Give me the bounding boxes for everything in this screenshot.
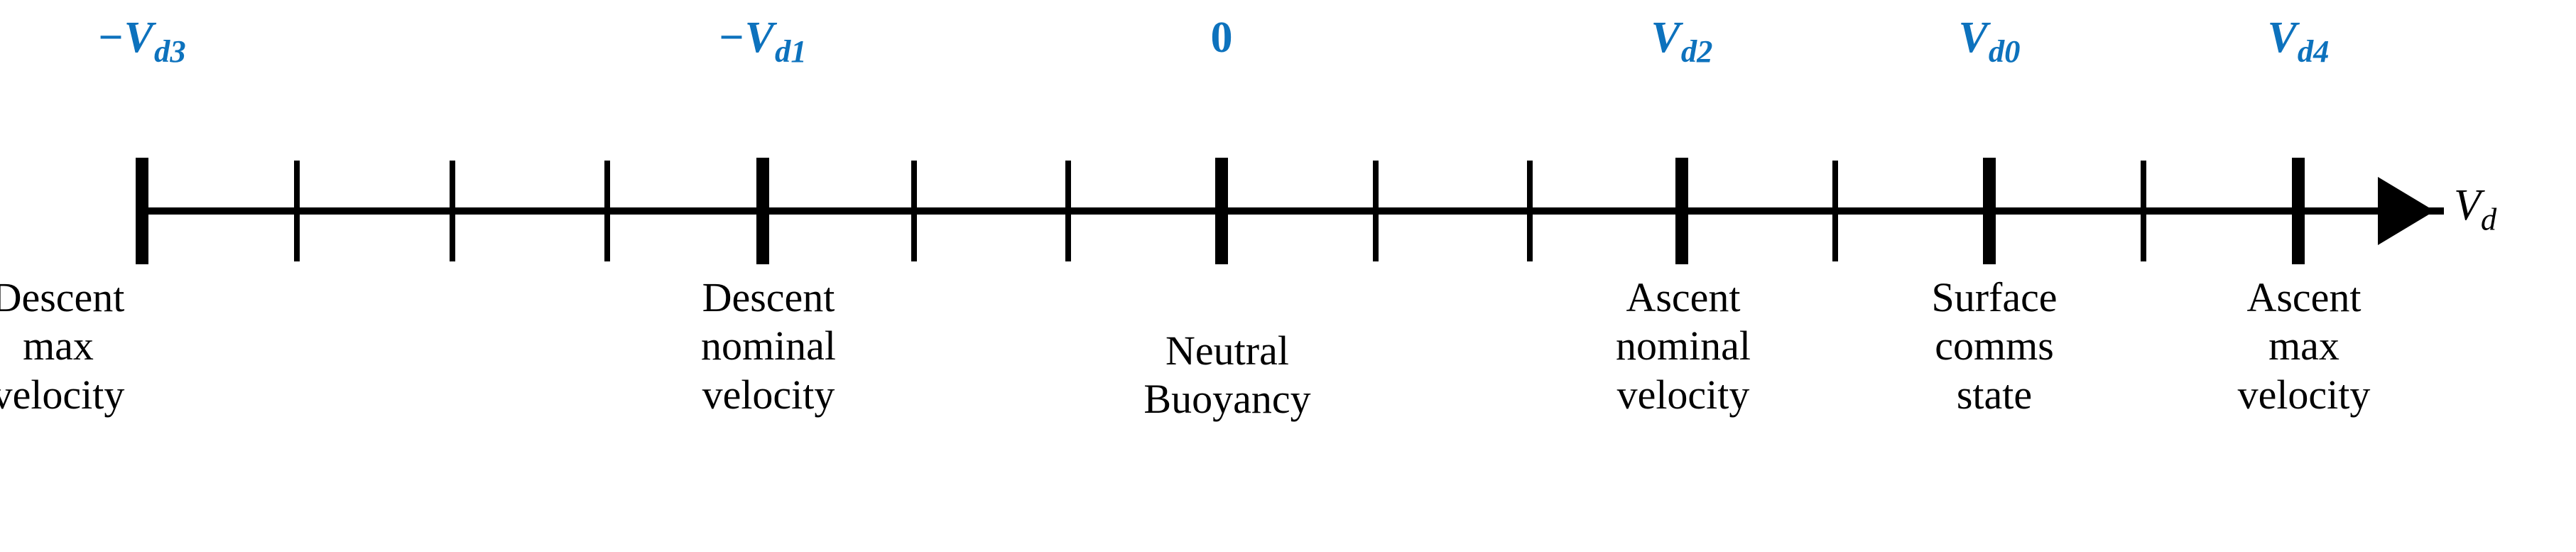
state-caption-neutral-buoyancy: Neutral Buoyancy — [1143, 327, 1310, 424]
caption-line: Ascent — [1626, 274, 1741, 320]
value-subscript: d1 — [775, 33, 807, 70]
axis-name-symbol: V — [2454, 181, 2481, 229]
minor-tick — [450, 161, 455, 261]
caption-line: Surface — [1931, 274, 2058, 320]
major-tick-vd3-neg — [136, 158, 148, 264]
value-label-vd2: Vd2 — [1651, 16, 1713, 67]
caption-line: velocity — [702, 371, 835, 418]
minor-tick — [2141, 161, 2146, 261]
value-symbol: V — [1958, 13, 1988, 62]
caption-line: Neutral — [1165, 328, 1289, 374]
state-caption-surface-comms-state: Surface comms state — [1931, 274, 2057, 419]
axis-name-subscript: d — [2480, 201, 2497, 237]
minus-sign: − — [719, 13, 744, 62]
value-symbol: V — [2267, 13, 2297, 62]
caption-line: Descent — [702, 274, 835, 320]
minor-tick — [294, 161, 300, 261]
value-label-vd0: Vd0 — [1959, 16, 2021, 67]
value-symbol: V — [124, 13, 154, 62]
state-caption-ascent-max-velocity: Ascent max velocity — [2238, 274, 2371, 419]
caption-line: velocity — [1616, 371, 1750, 418]
axis-arrow-head — [2378, 177, 2435, 245]
value-label-vd1-neg: −Vd1 — [719, 16, 806, 67]
value-subscript: d4 — [2297, 33, 2330, 70]
major-tick-zero — [1215, 158, 1228, 264]
minor-tick — [1527, 161, 1533, 261]
minor-tick — [1832, 161, 1838, 261]
state-caption-descent-nominal-velocity: Descent nominal velocity — [701, 274, 836, 419]
caption-line: state — [1956, 371, 2033, 418]
caption-line: max — [2268, 323, 2339, 369]
major-tick-vd1-neg — [756, 158, 769, 264]
minor-tick — [911, 161, 917, 261]
caption-line: Descent — [0, 274, 125, 320]
caption-line: velocity — [0, 371, 125, 418]
minor-tick — [604, 161, 610, 261]
value-symbol: 0 — [1210, 13, 1233, 62]
major-tick-vd0 — [1983, 158, 1996, 264]
value-subscript: d3 — [154, 33, 186, 70]
value-subscript: d2 — [1680, 33, 1713, 70]
caption-line: nominal — [1615, 323, 1751, 369]
minor-tick — [1065, 161, 1071, 261]
value-label-vd4: Vd4 — [2268, 16, 2330, 67]
caption-line: Buoyancy — [1143, 376, 1311, 423]
axis-name-label: Vd — [2454, 183, 2496, 235]
axis-line — [139, 207, 2444, 215]
major-tick-vd2 — [1675, 158, 1688, 264]
state-caption-ascent-nominal-velocity: Ascent nominal velocity — [1616, 274, 1751, 419]
major-tick-vd4 — [2292, 158, 2305, 264]
caption-line: velocity — [2237, 371, 2371, 418]
caption-line: nominal — [700, 323, 837, 369]
state-caption-descent-max-velocity: Descent max velocity — [0, 274, 124, 419]
minor-tick — [1373, 161, 1379, 261]
caption-line: comms — [1935, 323, 2054, 369]
value-symbol: V — [744, 13, 775, 62]
value-label-zero: 0 — [1211, 16, 1233, 60]
value-symbol: V — [1651, 13, 1680, 62]
caption-line: max — [23, 323, 94, 369]
value-subscript: d0 — [1988, 33, 2021, 70]
value-label-vd3-neg: −Vd3 — [98, 16, 185, 67]
caption-line: Ascent — [2246, 274, 2362, 320]
minus-sign: − — [98, 13, 124, 62]
